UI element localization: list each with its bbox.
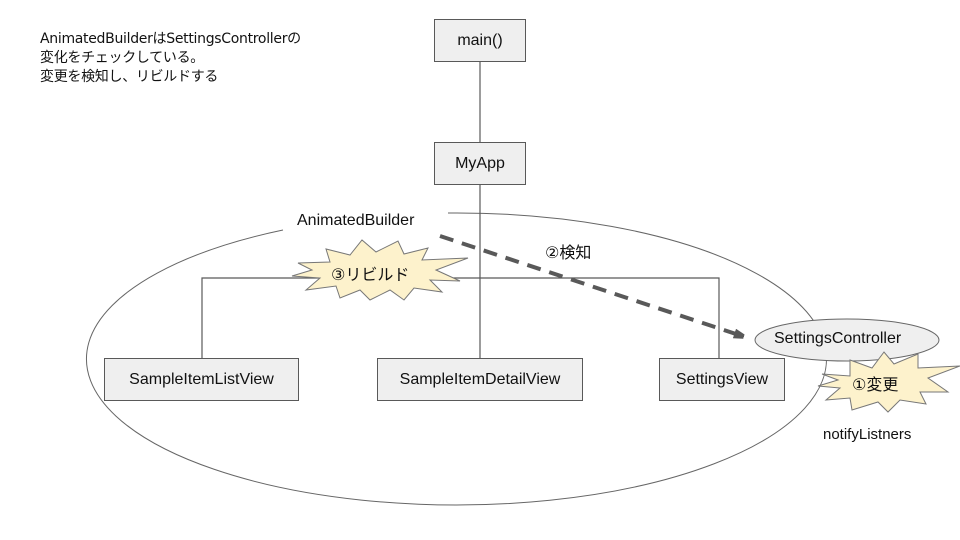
node-settings-controller-label[interactable]: SettingsController (774, 330, 902, 347)
animated-builder-scope (85, 212, 827, 506)
note-line: 変化をチェックしている。 (40, 50, 204, 66)
detect-arrow (439, 234, 742, 336)
rebuild-burst (291, 239, 469, 301)
node-main-label: main() (457, 31, 503, 49)
node-detail-view-label: SampleItemDetailView (399, 370, 561, 388)
animated-builder-label: AnimatedBuilder (297, 212, 415, 229)
node-myapp[interactable]: MyApp (434, 142, 526, 185)
node-sample-item-detail-view[interactable]: SampleItemDetailView (377, 358, 583, 401)
connector-branch (201, 277, 720, 358)
node-sample-item-list-view[interactable]: SampleItemListView (104, 358, 299, 401)
node-myapp-label: MyApp (455, 154, 505, 172)
change-label: ①変更 (852, 375, 899, 394)
note-line: 変更を検知し、リビルドする (40, 69, 219, 85)
explanation-note: AnimatedBuilderはSettingsControllerの 変化をチ… (40, 30, 301, 87)
change-burst (817, 351, 960, 413)
node-list-view-label: SampleItemListView (129, 370, 274, 388)
node-main[interactable]: main() (434, 19, 526, 62)
rebuild-label: ③リビルド (331, 265, 410, 284)
detect-label: ②検知 (545, 243, 592, 262)
node-settings-view[interactable]: SettingsView (659, 358, 785, 401)
notify-listeners-label: notifyListners (823, 426, 912, 443)
settings-controller-shape (754, 318, 940, 362)
node-settings-view-label: SettingsView (675, 370, 769, 388)
note-line: AnimatedBuilderはSettingsControllerの (40, 31, 301, 47)
